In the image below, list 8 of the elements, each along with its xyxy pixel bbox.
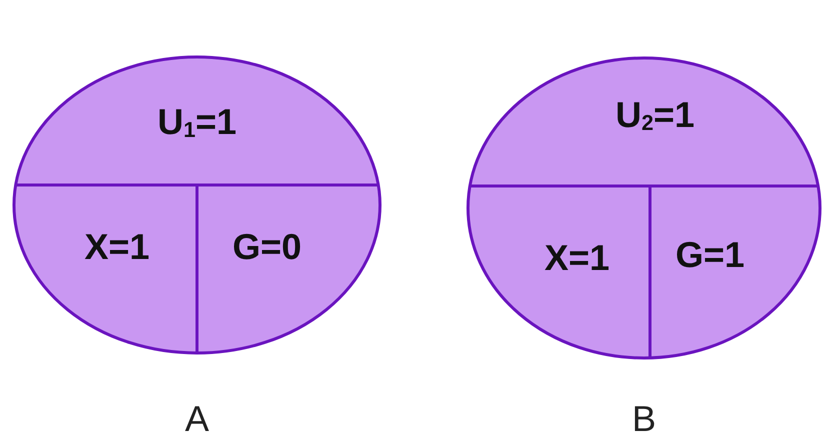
region-label: G=1	[675, 234, 745, 276]
region-label: X=1	[84, 226, 150, 268]
region-label: U$_{1}$=1	[157, 100, 237, 144]
panel-label: A	[184, 398, 210, 440]
region-label: U$_{2}$=1	[615, 94, 695, 136]
panel-label: B	[630, 398, 657, 440]
region-label: G=0	[232, 226, 302, 268]
region-label: X=1	[544, 237, 610, 279]
